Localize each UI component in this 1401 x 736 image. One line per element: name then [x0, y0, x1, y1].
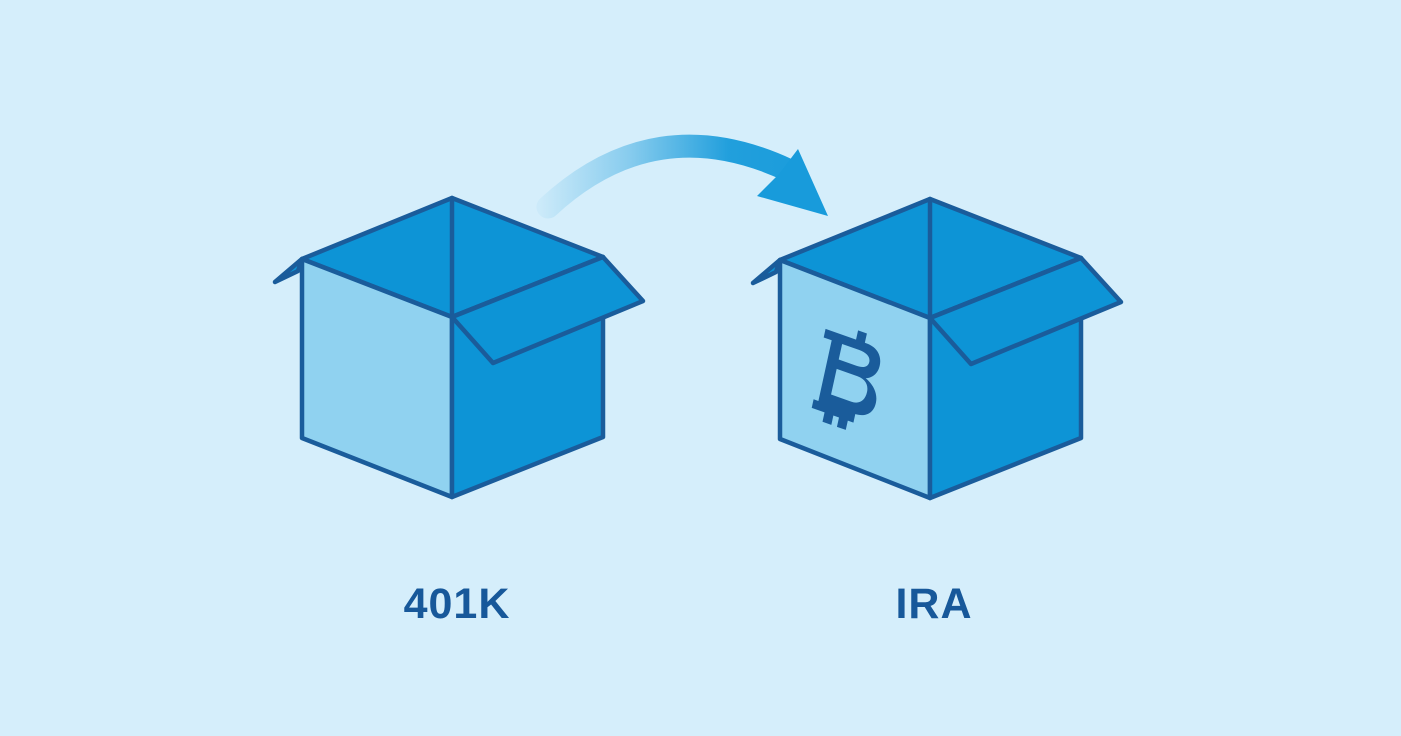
label-ira: IRA [895, 580, 972, 628]
label-401k: 401K [404, 580, 511, 628]
arrow-head [757, 149, 828, 216]
box-401k [275, 198, 643, 497]
box-ira [753, 199, 1121, 498]
arrow-shaft [536, 134, 800, 219]
curved-arrow-right-icon [536, 134, 828, 219]
